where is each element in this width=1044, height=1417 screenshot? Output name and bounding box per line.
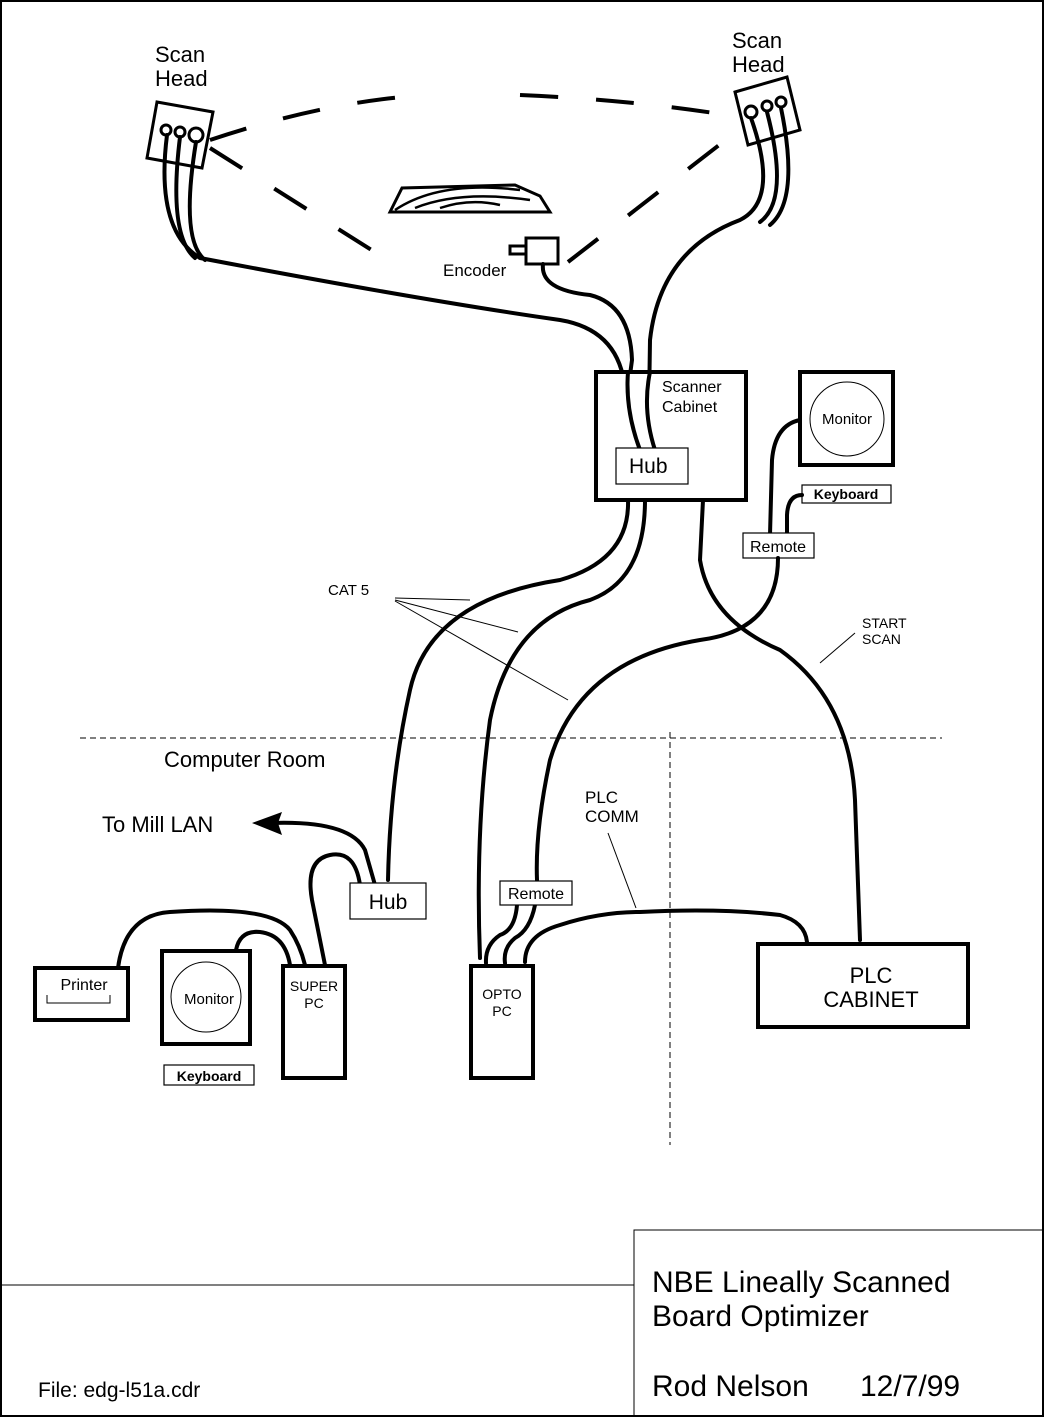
cable-printer-super-pc xyxy=(116,908,307,970)
start-scan-label-2: SCAN xyxy=(862,631,901,647)
cable-remote-opto-1 xyxy=(483,903,519,965)
cat5-leader-1 xyxy=(394,597,471,601)
file-label: File: edg-l51a.cdr xyxy=(38,1379,200,1402)
cable-plc-comm xyxy=(523,908,809,964)
cable-left-head-2 xyxy=(174,135,197,260)
scanner-cabinet-label-1: Scanner xyxy=(662,379,722,396)
date-label: 12/7/99 xyxy=(860,1370,960,1403)
opto-pc-label-2: PC xyxy=(492,1003,511,1019)
cable-hub-super-pc xyxy=(308,852,362,967)
encoder-icon xyxy=(508,236,560,266)
cable-start-scan xyxy=(697,498,862,942)
encoder-label: Encoder xyxy=(443,261,507,280)
printer-tray-icon xyxy=(46,995,111,1004)
scan-head-left xyxy=(145,100,215,170)
scan-beam-right-bottom xyxy=(566,123,747,264)
cable-cat5-room-hub xyxy=(386,498,631,882)
title-line-2: Board Optimizer xyxy=(652,1300,869,1333)
cable-monitor-remote xyxy=(768,418,802,537)
cat5-leader-3 xyxy=(394,600,569,701)
plc-comm-leader xyxy=(607,832,637,909)
start-scan-label-1: START xyxy=(862,615,907,631)
scanner-hub xyxy=(615,447,689,485)
super-pc-label-2: PC xyxy=(304,995,323,1011)
opto-pc xyxy=(469,964,535,1080)
super-pc-label-1: SUPER xyxy=(290,978,338,994)
scan-head-right-label-2: Head xyxy=(732,52,785,77)
plc-comm-label-1: PLC xyxy=(585,788,618,807)
room-remote-label: Remote xyxy=(508,886,564,903)
cable-remote-room xyxy=(534,556,780,882)
printer-label: Printer xyxy=(60,977,108,994)
board-icon xyxy=(387,183,553,214)
cable-keyboard-remote xyxy=(785,493,804,537)
title-block xyxy=(633,1229,1044,1417)
cable-left-head-1 xyxy=(162,133,642,472)
cable-right-head-2 xyxy=(758,110,779,224)
room-hub-label: Hub xyxy=(369,891,408,914)
scan-head-right-label-1: Scan xyxy=(732,28,782,53)
scan-beam-left-bottom xyxy=(208,146,402,270)
cable-encoder xyxy=(540,262,635,392)
scan-beam-left-top xyxy=(209,93,431,142)
cable-remote-opto-2 xyxy=(502,903,537,965)
start-scan-leader xyxy=(819,632,856,664)
cable-into-hub-1 xyxy=(625,370,642,452)
plc-cabinet-label-2: CABINET xyxy=(823,987,918,1012)
scanner-hub-label: Hub xyxy=(629,455,668,478)
cable-mill-lan xyxy=(268,820,377,887)
opto-pc-label-1: OPTO xyxy=(482,986,522,1002)
cable-right-head-3 xyxy=(768,106,791,227)
arrow-left-icon xyxy=(252,812,282,835)
title-line-1: NBE Lineally Scanned xyxy=(652,1266,951,1299)
top-keyboard-label: Keyboard xyxy=(814,486,879,502)
room-keyboard-label: Keyboard xyxy=(177,1068,242,1084)
scan-head-left-label-1: Scan xyxy=(155,42,205,67)
scan-beam-right-top xyxy=(519,93,746,120)
top-remote xyxy=(742,532,815,559)
author-label: Rod Nelson xyxy=(652,1370,809,1403)
scanner-cabinet-label-2: Cabinet xyxy=(662,399,718,416)
plc-comm-label-2: COMM xyxy=(585,807,639,826)
top-remote-label: Remote xyxy=(750,539,806,556)
top-monitor-screen xyxy=(809,381,885,457)
mill-lan-label: To Mill LAN xyxy=(102,812,213,837)
room-remote xyxy=(499,880,573,906)
cat5-leader-2 xyxy=(394,599,519,633)
room-keyboard xyxy=(163,1064,255,1086)
super-pc xyxy=(281,964,347,1080)
cable-cat5-opto-1 xyxy=(476,498,647,960)
top-monitor-label: Monitor xyxy=(822,411,872,428)
plc-cabinet-label-1: PLC xyxy=(850,963,893,988)
room-hub xyxy=(349,882,427,920)
cable-left-head-3 xyxy=(187,140,207,262)
room-monitor-label: Monitor xyxy=(184,991,234,1008)
room-monitor-screen xyxy=(170,961,242,1033)
cat5-label: CAT 5 xyxy=(328,582,369,599)
cable-into-hub-2 xyxy=(645,370,657,452)
printer xyxy=(33,966,130,1022)
cable-monitor-super-pc xyxy=(234,929,292,967)
scan-head-left-label-2: Head xyxy=(155,66,208,91)
plc-cabinet xyxy=(756,942,970,1029)
computer-room-label: Computer Room xyxy=(164,747,325,772)
cable-right-head-1 xyxy=(646,116,766,472)
